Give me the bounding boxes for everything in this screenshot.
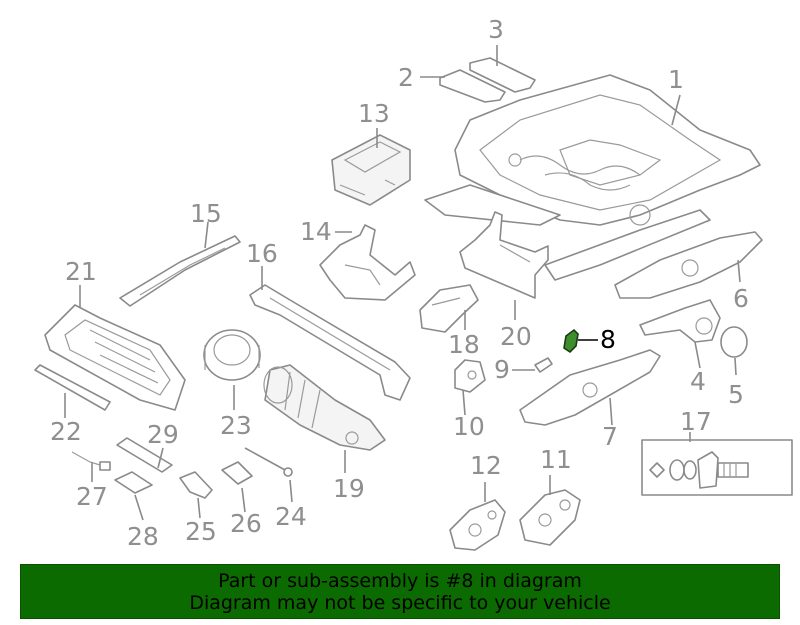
info-banner: Part or sub-assembly is #8 in diagram Di… bbox=[20, 564, 780, 619]
callout-28: 28 bbox=[127, 522, 159, 551]
part-8-clip[interactable] bbox=[563, 328, 579, 354]
callout-5: 5 bbox=[728, 380, 744, 409]
part-2-plate bbox=[439, 69, 506, 103]
callout-24: 24 bbox=[275, 502, 307, 531]
banner-line-2: Diagram may not be specific to your vehi… bbox=[189, 591, 611, 614]
part-29-bracket bbox=[116, 437, 173, 473]
part-17-kit bbox=[641, 439, 793, 496]
callout-1: 1 bbox=[668, 65, 684, 94]
callout-21: 21 bbox=[65, 257, 97, 286]
callout-17: 17 bbox=[680, 407, 712, 436]
callout-25: 25 bbox=[185, 517, 217, 546]
callout-8[interactable]: 8 bbox=[600, 325, 616, 354]
part-27-harness bbox=[71, 451, 111, 471]
part-9-pin bbox=[534, 357, 553, 373]
part-15-rail bbox=[119, 235, 241, 307]
callout-29: 29 bbox=[147, 420, 179, 449]
callout-20: 20 bbox=[500, 322, 532, 351]
callout-labels: 1 2 3 4 5 6 7 8 9 10 11 12 13 14 15 16 1… bbox=[50, 15, 749, 551]
part-23-ring bbox=[203, 329, 261, 381]
part-4-lever bbox=[639, 299, 721, 343]
part-19-motor bbox=[263, 364, 386, 451]
part-5-washer bbox=[720, 326, 748, 358]
callout-12: 12 bbox=[470, 451, 502, 480]
callout-14: 14 bbox=[300, 217, 332, 246]
leader-lines bbox=[64, 45, 741, 521]
callout-4: 4 bbox=[690, 367, 706, 396]
banner-line-1: Part or sub-assembly is #8 in diagram bbox=[218, 569, 582, 592]
callout-19: 19 bbox=[333, 474, 365, 503]
callout-2: 2 bbox=[398, 63, 414, 92]
callout-16: 16 bbox=[246, 239, 278, 268]
parts-diagram: 1 2 3 4 5 6 7 8 9 10 11 12 13 14 15 16 1… bbox=[34, 15, 793, 551]
callout-27: 27 bbox=[76, 482, 108, 511]
part-3-bracket bbox=[469, 57, 536, 93]
part-11-mechanism bbox=[519, 489, 581, 546]
part-6-trim bbox=[614, 231, 763, 299]
part-13-module bbox=[331, 134, 411, 206]
callout-23: 23 bbox=[220, 411, 252, 440]
part-16-tube bbox=[249, 284, 411, 401]
part-28-block bbox=[114, 471, 153, 494]
part-26-clip bbox=[221, 461, 253, 485]
part-14-bracket bbox=[319, 224, 416, 301]
callout-26: 26 bbox=[230, 509, 262, 538]
part-12-mechanism bbox=[449, 499, 506, 551]
part-18-cover bbox=[419, 284, 479, 333]
callout-11: 11 bbox=[540, 445, 572, 474]
callout-6: 6 bbox=[733, 284, 749, 313]
part-7-trim bbox=[519, 349, 661, 426]
callout-3: 3 bbox=[488, 15, 504, 44]
part-1-seat-frame bbox=[424, 74, 761, 281]
part-20-bracket bbox=[459, 211, 549, 299]
part-21-cover bbox=[44, 304, 186, 411]
callout-10: 10 bbox=[453, 412, 485, 441]
callout-13: 13 bbox=[358, 99, 390, 128]
callout-15: 15 bbox=[190, 199, 222, 228]
part-24-rod bbox=[244, 447, 293, 477]
part-10-bracket bbox=[454, 359, 486, 393]
part-22-strip bbox=[34, 364, 111, 411]
callout-18: 18 bbox=[448, 330, 480, 359]
callout-22: 22 bbox=[50, 417, 82, 446]
part-25-sensor bbox=[179, 471, 213, 499]
callout-7: 7 bbox=[602, 422, 618, 451]
callout-9: 9 bbox=[494, 355, 510, 384]
